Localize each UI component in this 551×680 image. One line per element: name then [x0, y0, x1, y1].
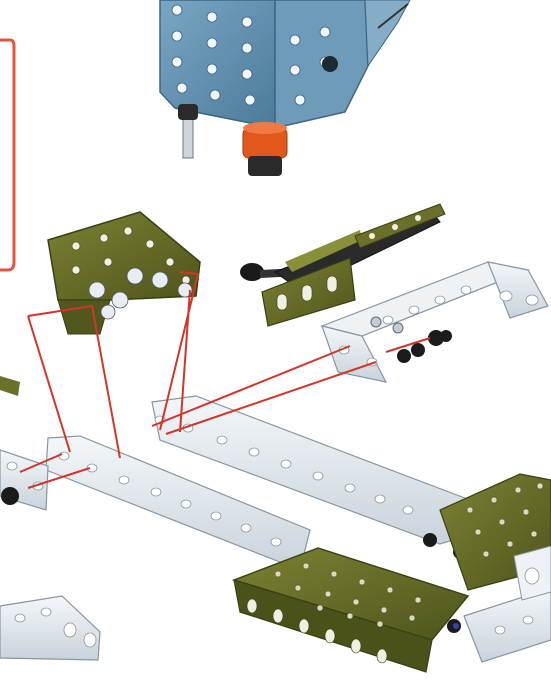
olive-plate-front [234, 548, 468, 672]
lower-left-silver-angle [0, 596, 100, 660]
upper-olive-bracket [48, 212, 200, 334]
right-silver-angle-strip [322, 262, 548, 382]
long-diagonal-strip-upper [152, 396, 472, 559]
motor-block [160, 0, 410, 176]
callout-frame [0, 40, 14, 270]
left-edge-silver-strip [0, 376, 48, 510]
